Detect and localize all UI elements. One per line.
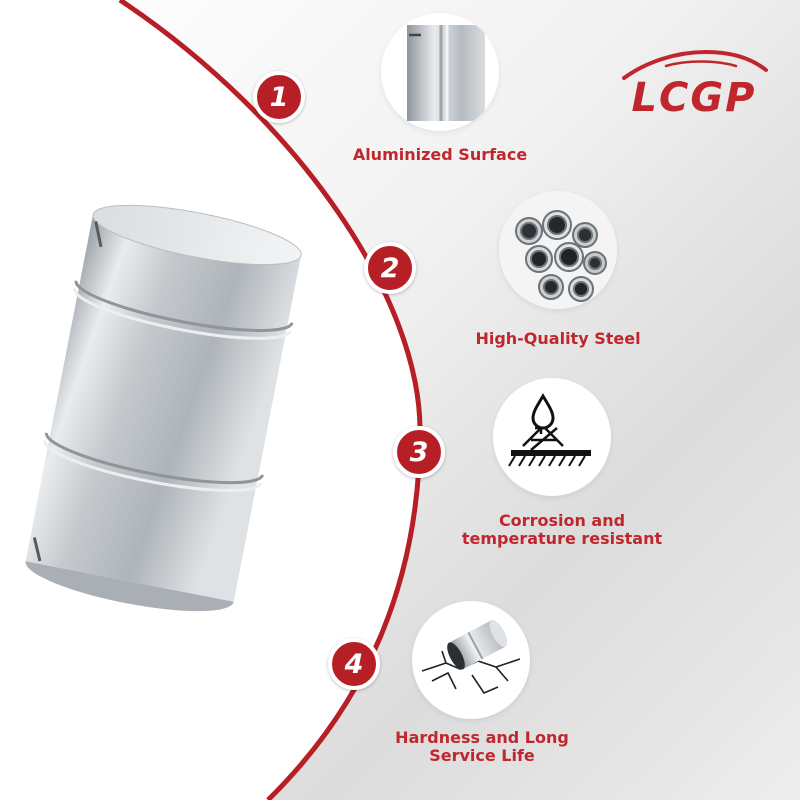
step-number: 2 bbox=[380, 252, 400, 284]
step-badge-3: 3 bbox=[393, 426, 445, 478]
corrosion-resistant-icon bbox=[493, 378, 611, 496]
car-silhouette-icon bbox=[622, 49, 768, 80]
step-number: 1 bbox=[269, 81, 289, 113]
step-badge-2: 2 bbox=[364, 242, 416, 294]
feature-label-2: High-Quality Steel bbox=[475, 329, 641, 348]
feature-label-3a: Corrosion and bbox=[498, 511, 626, 530]
cracked-ground-pipe-icon bbox=[412, 601, 530, 719]
feature-label-4b: Service Life bbox=[429, 746, 535, 765]
step-badge-1: 1 bbox=[253, 71, 305, 123]
feature-label-4a: Hardness and Long bbox=[395, 728, 569, 747]
step-badge-4: 4 bbox=[328, 638, 380, 690]
feature-label-3b: temperature resistant bbox=[461, 529, 663, 548]
logo-wordmark: LCGP bbox=[631, 75, 757, 121]
steel-tubes-icon bbox=[499, 191, 617, 309]
feature-label-1: Aluminized Surface bbox=[352, 145, 528, 164]
step-number: 3 bbox=[409, 436, 429, 468]
aluminized-pipe-icon bbox=[381, 13, 499, 131]
brand-logo: LCGP bbox=[606, 44, 782, 124]
exhaust-pipe-image bbox=[25, 204, 302, 612]
step-number: 4 bbox=[344, 648, 364, 680]
